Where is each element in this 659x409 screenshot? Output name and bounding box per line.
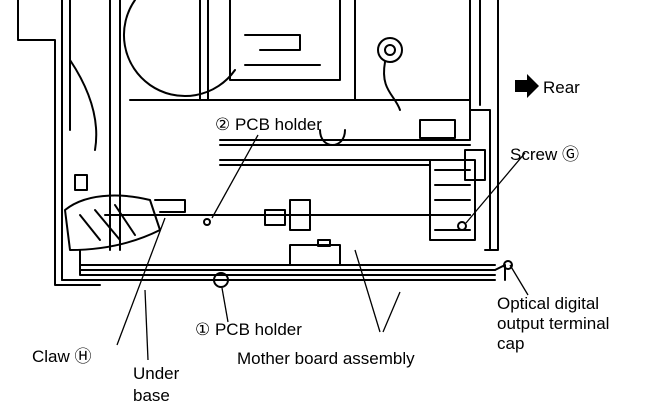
claw-h-part (154, 199, 186, 213)
chassis-left-frame (17, 0, 101, 286)
claw-h-label: Claw Ⓗ (32, 347, 92, 366)
holder-slot (419, 119, 456, 139)
pcb-holder-2-plate (129, 99, 471, 141)
board-chip (289, 244, 341, 266)
board-connector-1 (264, 209, 286, 226)
leader-claw-h (116, 217, 166, 346)
leader-pcb-holder-2 (211, 134, 259, 219)
optical-label-line-3: cap (497, 334, 525, 353)
pcb-holder-2-label: ② PCB holder (215, 115, 322, 134)
screw-g-label: Screw Ⓖ (510, 145, 579, 164)
under-base-label-line-1: Under (133, 364, 180, 383)
rear-label: Rear (543, 78, 580, 97)
right-arrow-icon (515, 74, 539, 98)
leader-pcb-holder-1 (221, 287, 229, 323)
leader-screw-g (465, 152, 526, 224)
optical-cap (503, 260, 513, 270)
leader-mother-board-2 (382, 291, 401, 333)
mother-board-base (79, 249, 496, 276)
leader-under-base (144, 289, 149, 361)
upper-mechanism (229, 0, 341, 81)
pcb-holder-1-clip (213, 272, 229, 288)
pcb-holder-1-label: ① PCB holder (195, 320, 302, 339)
pcb-holder-2-hole (203, 218, 211, 226)
leader-optical-cap (509, 264, 529, 296)
screw-g (457, 221, 467, 231)
chassis-right-frame (469, 0, 491, 251)
connector-jack (377, 37, 403, 63)
disc-outline (122, 0, 236, 98)
leader-mother-board-1 (354, 249, 381, 333)
flat-cable-left (64, 194, 161, 251)
mother-board-label: Mother board assembly (237, 349, 415, 368)
optical-label-line-2: output terminal (497, 314, 610, 333)
under-base-label-line-2: base (133, 386, 170, 405)
optical-label-line-1: Optical digital (497, 294, 600, 313)
flat-cable-right (429, 159, 476, 241)
